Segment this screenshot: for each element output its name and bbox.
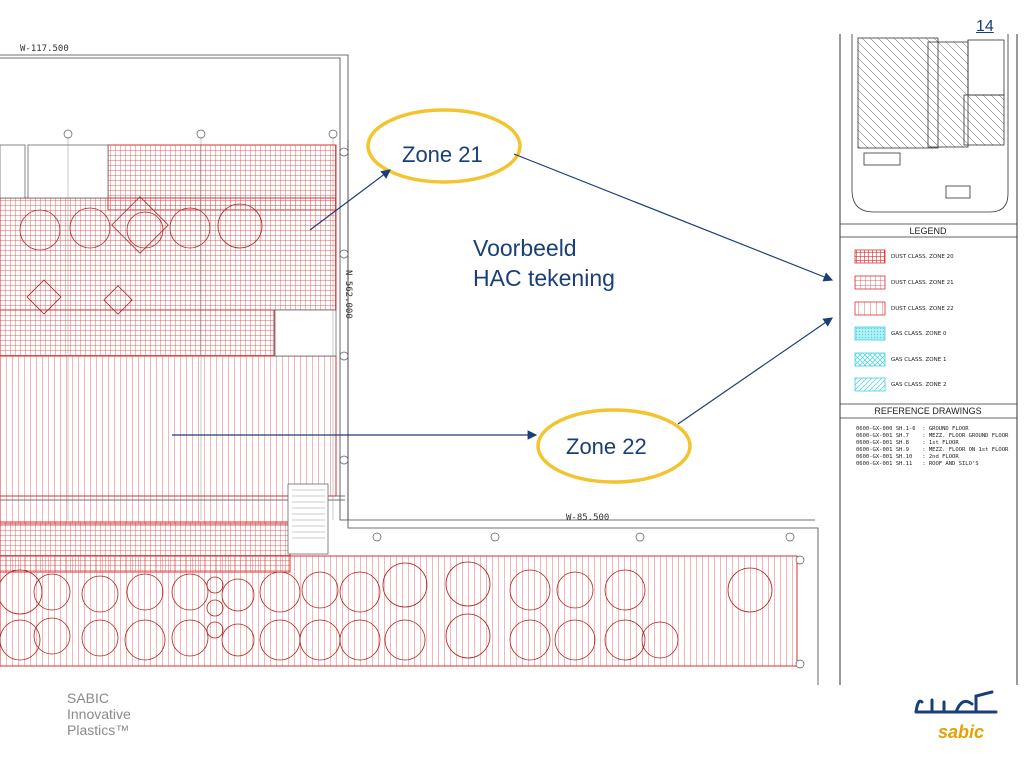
reference-list: 0600-GX-000 SH.1-6 : GROUND FLOOR 0600-G… <box>856 426 1008 468</box>
page-number: 14 <box>976 18 994 35</box>
dimension-top: W-117.500 <box>20 44 69 54</box>
reference-line: 0600-GX-000 SH.1-6 : GROUND FLOOR <box>856 426 969 432</box>
dimension-vertical: N-562.000 <box>343 270 353 319</box>
legend-item-label: DUST CLASS. ZONE 22 <box>891 306 954 312</box>
callout-arrows <box>172 153 834 440</box>
tank-symbols <box>0 196 773 661</box>
legend-item-label: GAS CLASS. ZONE 0 <box>891 331 947 337</box>
title-line-2: HAC tekening <box>473 265 615 291</box>
zone21-label: Zone 21 <box>402 142 483 167</box>
reference-line: 0600-GX-001 SH.7 : MEZZ. FLOOR GROUND FL… <box>856 433 1009 439</box>
reference-line: 0600-GX-001 SH.11 : ROOF AND SILO'S <box>856 461 979 467</box>
zone22-label: Zone 22 <box>566 434 647 459</box>
sabic-innovative-plastics-logo: SABIC Innovative Plastics™ <box>67 690 131 738</box>
reference-title: REFERENCE DRAWINGS <box>874 406 982 416</box>
zone22-callout-ring <box>536 408 692 484</box>
reference-line: 0600-GX-001 SH.8 : 1st FLOOR <box>856 440 959 446</box>
zone21-callout-ring <box>366 108 522 184</box>
legend-item-label: DUST CLASS. ZONE 20 <box>891 254 954 260</box>
reference-line: 0600-GX-001 SH.9 : MEZZ. FLOOR ON 1st FL… <box>856 447 1009 453</box>
legend-item-label: GAS CLASS. ZONE 2 <box>891 382 947 388</box>
legend-item-label: GAS CLASS. ZONE 1 <box>891 357 947 363</box>
grid-markers <box>63 129 805 669</box>
logo-line-3: Plastics™ <box>67 722 130 738</box>
title-line-1: Voorbeeld <box>473 235 577 261</box>
zone21-area <box>0 144 337 573</box>
dimension-mid: W-85.500 <box>566 513 610 523</box>
sabic-arabic-logo <box>914 690 998 714</box>
legend-panel <box>839 34 1018 685</box>
reference-line: 0600-GX-001 SH.10 : 2nd FLOOR <box>856 454 959 460</box>
logo-line-1: SABIC <box>67 690 110 706</box>
sabic-latin-logo: sabic <box>938 722 985 742</box>
slide-title: Voorbeeld HAC tekening <box>473 233 615 293</box>
logo-line-2: Innovative <box>67 706 131 722</box>
legend-item-label: DUST CLASS. ZONE 21 <box>891 280 954 286</box>
legend-title: LEGEND <box>909 226 947 236</box>
zone22-area <box>0 355 798 667</box>
